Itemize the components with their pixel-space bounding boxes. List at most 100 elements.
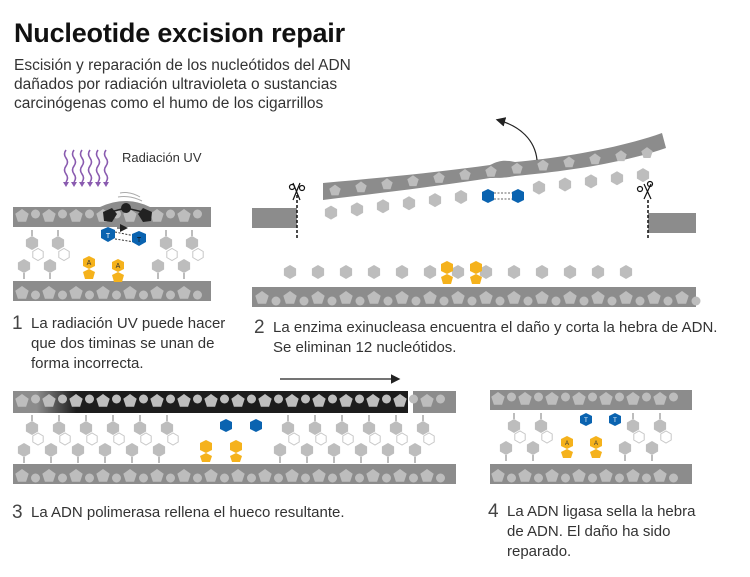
sugar-icon <box>42 394 56 407</box>
base-icon <box>106 421 120 435</box>
sugar-icon <box>545 392 559 405</box>
panel-2-excision <box>252 117 701 307</box>
phosphate-icon <box>85 473 94 483</box>
phosphate-icon <box>139 473 148 483</box>
base-icon <box>17 443 31 457</box>
phosphate-icon <box>691 296 701 306</box>
base-icon <box>584 174 598 189</box>
base-icon <box>645 441 659 455</box>
base-outline-icon <box>396 432 408 446</box>
sugar-icon <box>653 392 667 405</box>
dna-backbone-top-left <box>252 208 297 228</box>
sugar-icon <box>599 392 613 405</box>
step-number: 3 <box>12 502 23 523</box>
base-icon <box>324 205 338 220</box>
phosphate-icon <box>579 296 589 306</box>
phosphate-icon <box>31 209 40 219</box>
base-outline-icon <box>423 432 435 446</box>
phosphate-icon <box>436 394 445 404</box>
base-outline-icon <box>342 432 354 446</box>
base-icon <box>327 443 341 457</box>
phosphate-icon <box>439 296 449 306</box>
base-icon <box>335 421 349 435</box>
sugar-icon <box>420 394 434 407</box>
sugar-icon <box>589 153 601 165</box>
phosphate-icon <box>382 473 391 483</box>
base-icon <box>479 265 493 279</box>
scissors-icon <box>636 180 654 200</box>
base-icon <box>423 265 437 279</box>
phosphate-icon <box>193 209 202 219</box>
base-icon <box>283 265 297 279</box>
phosphate-icon <box>328 394 337 404</box>
base-icon <box>526 441 540 455</box>
phosphate-icon <box>299 296 309 306</box>
sugar-icon <box>366 394 380 407</box>
sugar-icon <box>255 291 269 304</box>
phosphate-icon <box>328 473 337 483</box>
base-outline-icon <box>166 247 178 262</box>
base-icon <box>273 443 287 457</box>
sugar-icon <box>150 469 164 482</box>
thymine-adenine-pairs: T T A A <box>561 413 621 458</box>
sugar-icon <box>393 469 407 482</box>
sugar-icon <box>395 291 409 304</box>
phosphate-icon <box>166 209 175 219</box>
phosphate-icon <box>669 473 678 483</box>
base-icon <box>563 265 577 279</box>
base-icon <box>133 421 147 435</box>
phosphate-icon <box>669 392 678 402</box>
base-icon <box>350 202 364 217</box>
scissors-icon <box>288 182 306 201</box>
base-icon <box>389 421 403 435</box>
sugar-icon <box>459 169 471 180</box>
sugar-icon <box>511 162 523 174</box>
panel-1-uv-damage: T T A A <box>13 149 211 301</box>
phosphate-icon <box>327 296 337 306</box>
base-icon <box>160 421 174 435</box>
sugar-icon <box>285 469 299 482</box>
thymine-dimer <box>482 189 524 203</box>
sugar-icon <box>653 469 667 482</box>
base-outline-icon <box>86 432 98 446</box>
sugar-icon <box>626 469 640 482</box>
base-icon <box>25 421 39 435</box>
step-text: La ADN ligasa sella la hebra de ADN. El … <box>507 503 696 560</box>
phosphate-icon <box>383 296 393 306</box>
base-icon <box>44 443 58 457</box>
phosphate-icon <box>301 394 310 404</box>
step-text: La ADN polimerasa rellena el hueco resul… <box>31 504 345 521</box>
sugar-icon <box>177 469 191 482</box>
base-icon <box>339 265 353 279</box>
base-icon <box>43 259 57 273</box>
step-text: La enzima exinucleasa encuentra el daño … <box>273 319 718 356</box>
sugar-icon <box>563 156 575 168</box>
base-outline-icon <box>113 432 125 446</box>
sugar-icon <box>367 291 381 304</box>
phosphate-icon <box>139 394 148 404</box>
sugar-icon <box>96 286 110 299</box>
phosphate-icon <box>534 392 543 402</box>
base-icon <box>125 443 139 457</box>
sugar-icon <box>311 291 325 304</box>
sugar-icon <box>123 469 137 482</box>
page-title: Nucleotide excision repair <box>14 18 345 48</box>
base-icon <box>311 265 325 279</box>
sugar-icon <box>339 469 353 482</box>
sugar-icon <box>231 394 245 407</box>
sugar-icon <box>545 469 559 482</box>
sugar-icon <box>591 291 605 304</box>
base-icon <box>507 265 521 279</box>
sugar-icon <box>355 181 367 193</box>
phosphate-icon <box>58 394 67 404</box>
base-label: T <box>584 418 588 424</box>
sugar-icon <box>491 469 505 482</box>
base-icon <box>402 196 416 211</box>
phosphate-icon <box>523 296 533 306</box>
base-outline-icon <box>167 432 179 446</box>
base-icon <box>535 265 549 279</box>
sugar-icon <box>204 394 218 407</box>
base-icon <box>381 443 395 457</box>
sugar-icon <box>69 469 83 482</box>
